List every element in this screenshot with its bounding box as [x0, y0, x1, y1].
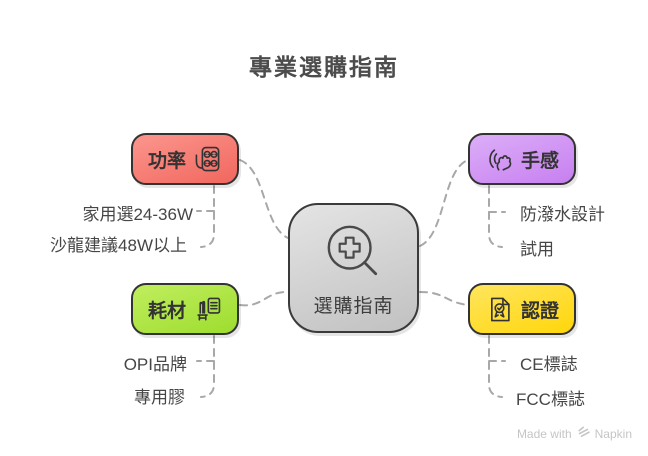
branch-box-power: 功率 [131, 133, 239, 185]
item-consumables-opi: OPI品牌 [123, 355, 187, 374]
magnifier-plus-icon [321, 219, 387, 290]
branch-label-certification: 認證 [520, 300, 559, 322]
branch-box-certification: 認證 [468, 283, 576, 335]
page-title: 專業選購指南 [249, 54, 399, 80]
branch-label-power: 功率 [147, 150, 186, 172]
branch-box-feel: 手感 [468, 133, 576, 185]
item-feel-trial: 試用 [520, 240, 554, 259]
item-cert-fcc: FCC標誌 [516, 390, 585, 409]
center-node: 選購指南 [288, 203, 419, 333]
branch-label-consumables: 耗材 [147, 300, 186, 322]
watermark-text: Made with [516, 427, 572, 441]
power-strip-icon [193, 144, 222, 175]
certificate-badge-icon [485, 295, 514, 324]
watermark: Made with Napkin [517, 426, 632, 442]
branch-label-feel: 手感 [520, 150, 559, 172]
hand-checklist-icon [193, 295, 222, 324]
snap-hand-icon [485, 145, 514, 174]
napkin-logo-icon [577, 426, 590, 442]
watermark-brand: Napkin [594, 427, 632, 441]
item-power-home: 家用選24-36W [82, 205, 193, 224]
center-node-label: 選購指南 [313, 295, 394, 317]
branch-box-consumables: 耗材 [131, 283, 239, 335]
item-power-salon: 沙龍建議48W以上 [50, 236, 187, 255]
item-cert-ce: CE標誌 [520, 355, 578, 374]
item-consumables-glue: 專用膠 [134, 388, 185, 407]
item-feel-splashproof: 防潑水設計 [520, 205, 605, 224]
